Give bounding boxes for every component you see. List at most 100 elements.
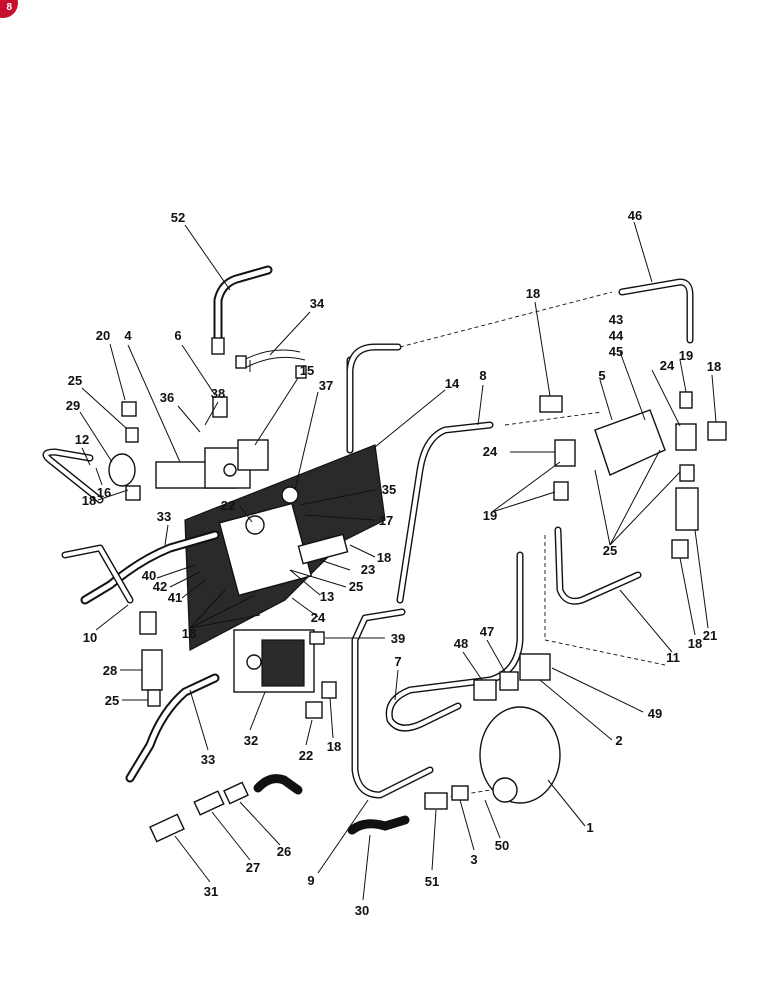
callout-label-24: 24 [660, 358, 675, 373]
alignment-line [504, 411, 603, 426]
fitting-19-right [679, 391, 693, 409]
leader-34 [269, 311, 311, 356]
callout-label-48: 48 [454, 636, 468, 651]
callout-label-1: 1 [586, 820, 593, 835]
callout-label-20: 20 [96, 328, 110, 343]
leader-30 [362, 834, 371, 901]
page-badge: 8 [0, 0, 18, 18]
leader-32 [249, 691, 266, 731]
callout-label-35: 35 [382, 482, 396, 497]
callout-label-22: 22 [299, 748, 313, 763]
leader-25-mid [289, 569, 347, 588]
callout-label-22: 22 [221, 498, 235, 513]
elbow-lower [139, 611, 157, 635]
tee-24-right [675, 423, 697, 451]
fitting-37 [281, 486, 299, 504]
motor-port [492, 777, 518, 803]
leader-47 [486, 639, 506, 673]
connector [295, 365, 307, 379]
tube-11-inner [555, 527, 641, 604]
alignment-line [544, 535, 666, 666]
fitting-19-left [553, 481, 569, 501]
leader-52 [184, 224, 231, 291]
fitting-27 [193, 790, 225, 816]
elbow-18-lower [671, 539, 689, 559]
leader-4 [127, 344, 181, 463]
leader-16 [95, 467, 103, 486]
callout-label-44: 44 [609, 328, 624, 343]
leader-15 [254, 377, 299, 446]
leader-23 [319, 559, 351, 571]
filter-21 [675, 487, 699, 531]
leader-18-right [711, 374, 717, 423]
leader-19-top [679, 359, 687, 393]
leader-33-lower [189, 689, 209, 751]
tube-10-inner [62, 545, 133, 603]
fitting-3 [451, 785, 469, 801]
callout-label-46: 46 [628, 208, 642, 223]
leader-11 [619, 589, 673, 653]
fitting-25-right [679, 464, 695, 482]
leader-18-top [534, 301, 551, 397]
fitting-48 [473, 679, 497, 701]
leader-14 [374, 389, 446, 448]
leader-25-right [594, 449, 681, 546]
callout-label-18: 18 [707, 359, 721, 374]
leader-19-left [491, 461, 561, 513]
leader-42 [169, 571, 201, 588]
callout-label-19: 19 [483, 508, 497, 523]
part-illustrations [42, 265, 727, 843]
motor-1 [479, 706, 561, 804]
leader-2 [539, 679, 613, 741]
callout-label-2: 2 [615, 733, 622, 748]
leader-12 [81, 447, 91, 466]
fitting-51 [424, 792, 448, 810]
callout-label-9: 9 [307, 873, 314, 888]
leader-13 [289, 569, 321, 596]
valve-bank [218, 502, 313, 597]
callout-label-18: 18 [82, 493, 96, 508]
callout-label-52: 52 [171, 210, 185, 225]
leader-3 [459, 799, 475, 851]
callout-label-24: 24 [311, 610, 326, 625]
elbow-18-top [539, 395, 563, 413]
callout-label-10: 10 [83, 630, 97, 645]
leader-33 [164, 524, 169, 546]
leader-20 [109, 343, 126, 401]
leader-6 [181, 344, 216, 396]
fitting-22 [245, 515, 265, 535]
hose-52-stripe [215, 267, 271, 343]
callout-label-27: 27 [246, 860, 260, 875]
callout-label-45: 45 [609, 344, 623, 359]
tube-9-inner [347, 357, 433, 798]
leader-1 [547, 779, 586, 827]
callout-label-3: 3 [470, 852, 477, 867]
leader-49 [551, 667, 644, 713]
tube-14-inner [347, 344, 401, 453]
callout-label-14: 14 [445, 376, 460, 391]
cylinder-23 [297, 533, 349, 565]
callout-label-17: 17 [379, 513, 393, 528]
leader-18-pump [329, 697, 334, 739]
leader-48 [462, 651, 483, 681]
callout-label-39: 39 [391, 631, 405, 646]
callout-label-12: 12 [75, 432, 89, 447]
callout-label-23: 23 [361, 562, 375, 577]
callout-label-40: 40 [142, 568, 156, 583]
leader-27 [211, 811, 251, 861]
callout-label-38: 38 [211, 386, 225, 401]
leader-24-right [651, 369, 681, 427]
callout-label-26: 26 [277, 844, 291, 859]
leader-22-lower [305, 719, 313, 746]
callout-label-31: 31 [204, 884, 218, 899]
callout-label-24: 24 [483, 444, 498, 459]
tube-12-inner [43, 449, 103, 503]
fitting-25-lower [147, 689, 161, 707]
leader-26 [239, 801, 281, 846]
leader-41 [181, 579, 206, 599]
callout-label-33: 33 [201, 752, 215, 767]
callout-label-16: 16 [97, 485, 111, 500]
callout-label-49: 49 [648, 706, 662, 721]
